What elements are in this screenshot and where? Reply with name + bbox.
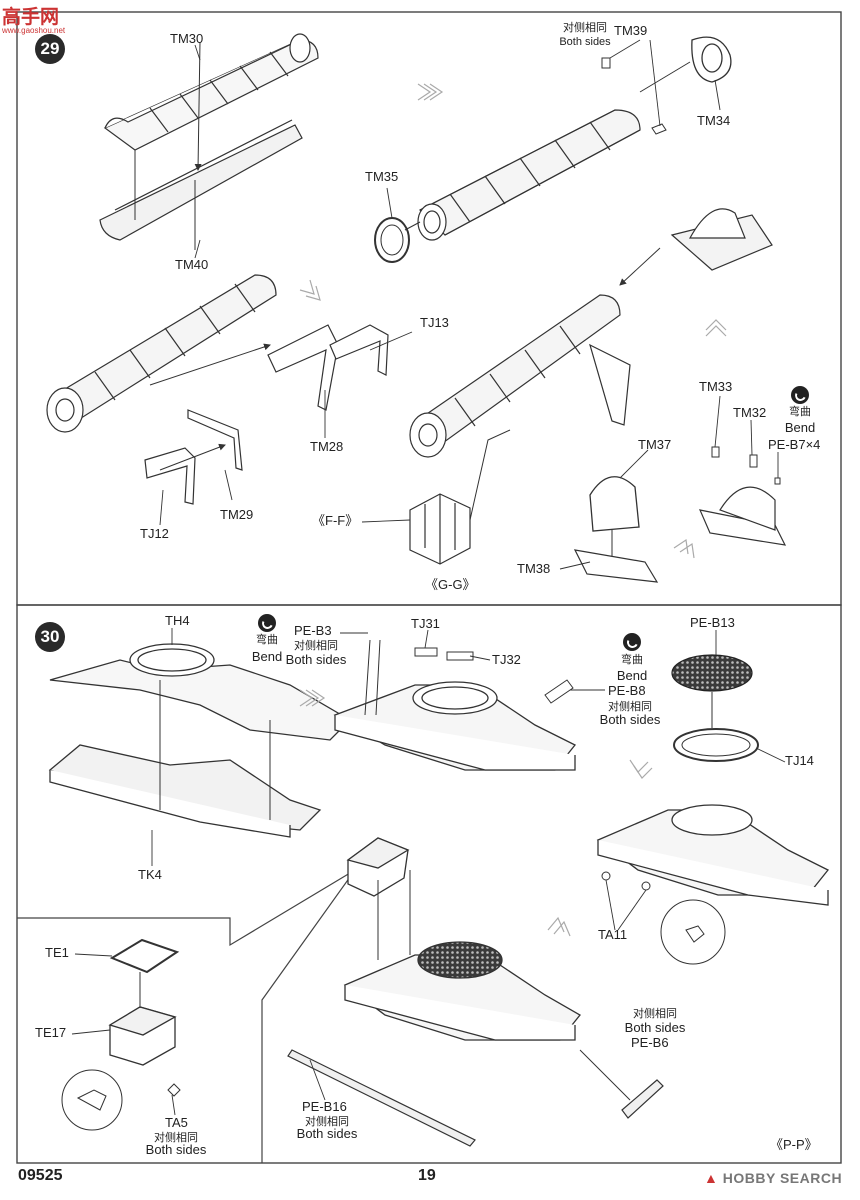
label-tj13: TJ13 — [420, 315, 449, 330]
step-29-badge: 29 — [35, 34, 65, 64]
tm34-end-cap — [691, 36, 732, 83]
label-gg: 《G-G》 — [425, 577, 476, 592]
tm30-tube-half — [103, 33, 319, 151]
label-ta5-note-en: Both sides — [145, 1142, 207, 1157]
label-tm40: TM40 — [175, 257, 209, 272]
tm37-cover — [589, 476, 640, 532]
tm29-bracket — [187, 409, 243, 471]
label-tm39-note-en: Both sides — [559, 36, 611, 48]
bend-icon — [258, 614, 276, 632]
label-tm39-note-cn: 对侧相同 — [563, 22, 607, 34]
label-ta5-note-cn: 对侧相同 — [154, 1132, 198, 1144]
tm-assembled-tube — [417, 109, 641, 241]
label-bend2-en: Bend — [616, 668, 648, 683]
label-tj14: TJ14 — [785, 753, 814, 768]
label-peb3: PE-B3 — [294, 623, 332, 638]
label-bend1-en: Bend — [251, 649, 283, 664]
label-peb13: PE-B13 — [690, 615, 735, 630]
label-tm37: TM37 — [638, 437, 672, 452]
label-tm35: TM35 — [365, 169, 399, 184]
label-tm39: TM39 — [614, 23, 648, 38]
tm-tube-with-mount — [46, 274, 277, 433]
te-box-mid — [346, 837, 410, 897]
label-th4: TH4 — [165, 613, 190, 628]
label-peb3-note-en: Both sides — [285, 652, 347, 667]
direction-arrows-30 — [299, 689, 653, 937]
hobby-search-logo-icon: ▲ — [704, 1170, 719, 1186]
label-tm28: TM28 — [310, 439, 344, 454]
label-tj12: TJ12 — [140, 526, 169, 541]
peb6-plate — [621, 1079, 664, 1119]
te1-frame — [109, 938, 180, 974]
label-ta11: TA11 — [598, 927, 628, 942]
label-tm38: TM38 — [517, 561, 551, 576]
label-peb8-note-cn: 对侧相同 — [608, 701, 652, 713]
tm-tube-final — [409, 294, 631, 458]
label-peb3-note-cn: 对侧相同 — [294, 640, 338, 652]
tj12-bracket — [144, 447, 196, 505]
label-peb16-note-en: Both sides — [296, 1126, 358, 1141]
label-bend1-cn: 弯曲 — [256, 634, 278, 646]
hull-assembly-right — [596, 804, 830, 906]
label-peb16: PE-B16 — [302, 1099, 347, 1114]
tm38-base — [573, 549, 659, 583]
te17-box — [108, 1006, 177, 1066]
peb16-strip — [287, 1049, 476, 1147]
tm40-tube-half — [99, 119, 303, 241]
site-watermark: 高手网 www.gaoshou.net — [2, 2, 65, 35]
peb13-mesh — [671, 654, 753, 692]
mount-housing — [670, 208, 773, 271]
bend-icon — [623, 633, 641, 651]
label-tj32: TJ32 — [492, 652, 521, 667]
tk4-lower-hull — [48, 744, 322, 838]
label-tm29: TM29 — [220, 507, 254, 522]
label-te17: TE17 — [35, 1025, 67, 1040]
label-peb6-note-en: Both sides — [624, 1020, 686, 1035]
label-peb8-note-en: Both sides — [599, 712, 661, 727]
tm32-tm33-base — [698, 486, 787, 546]
label-tm34: TM34 — [697, 113, 731, 128]
page-number: 19 — [418, 1167, 436, 1184]
label-tk4: TK4 — [138, 867, 162, 882]
label-ta5: TA5 — [165, 1115, 188, 1130]
label-peb16-note-cn: 对侧相同 — [305, 1116, 349, 1128]
hobby-search-watermark: ▲ HOBBY SEARCH — [704, 1170, 842, 1186]
tj13-bracket — [329, 324, 389, 376]
site-watermark-logo: 高手网 — [2, 7, 60, 28]
label-pp: 《P-P》 — [770, 1137, 818, 1152]
label-bend-cn: 弯曲 — [789, 406, 811, 418]
step-30-badge: 30 — [35, 622, 65, 652]
detail-inset-frame — [17, 869, 356, 1163]
label-tm30: TM30 — [170, 31, 204, 46]
hull-assembly-lower — [343, 941, 581, 1041]
label-tj31: TJ31 — [411, 616, 440, 631]
label-peb8: PE-B8 — [608, 683, 646, 698]
label-tm33: TM33 — [699, 379, 733, 394]
direction-arrows-29 — [299, 83, 727, 559]
label-ff: 《F-F》 — [312, 513, 359, 528]
site-watermark-url: www.gaoshou.net — [2, 26, 66, 35]
label-tm32: TM32 — [733, 405, 767, 420]
label-te1: TE1 — [45, 945, 69, 960]
product-code: 09525 — [18, 1167, 63, 1184]
label-peb7: PE-B7×4 — [768, 437, 821, 452]
hobby-search-text: HOBBY SEARCH — [722, 1170, 843, 1186]
tm28-bracket — [267, 324, 339, 411]
bend-icon — [791, 386, 809, 404]
label-bend2-cn: 弯曲 — [621, 654, 643, 666]
ff-box — [409, 493, 471, 565]
hull-assembly-mid — [333, 681, 577, 771]
label-peb6: PE-B6 — [631, 1035, 669, 1050]
label-peb6-note-cn: 对侧相同 — [633, 1008, 677, 1020]
step-30-frame — [16, 604, 842, 1164]
label-bend-en: Bend — [784, 420, 816, 435]
